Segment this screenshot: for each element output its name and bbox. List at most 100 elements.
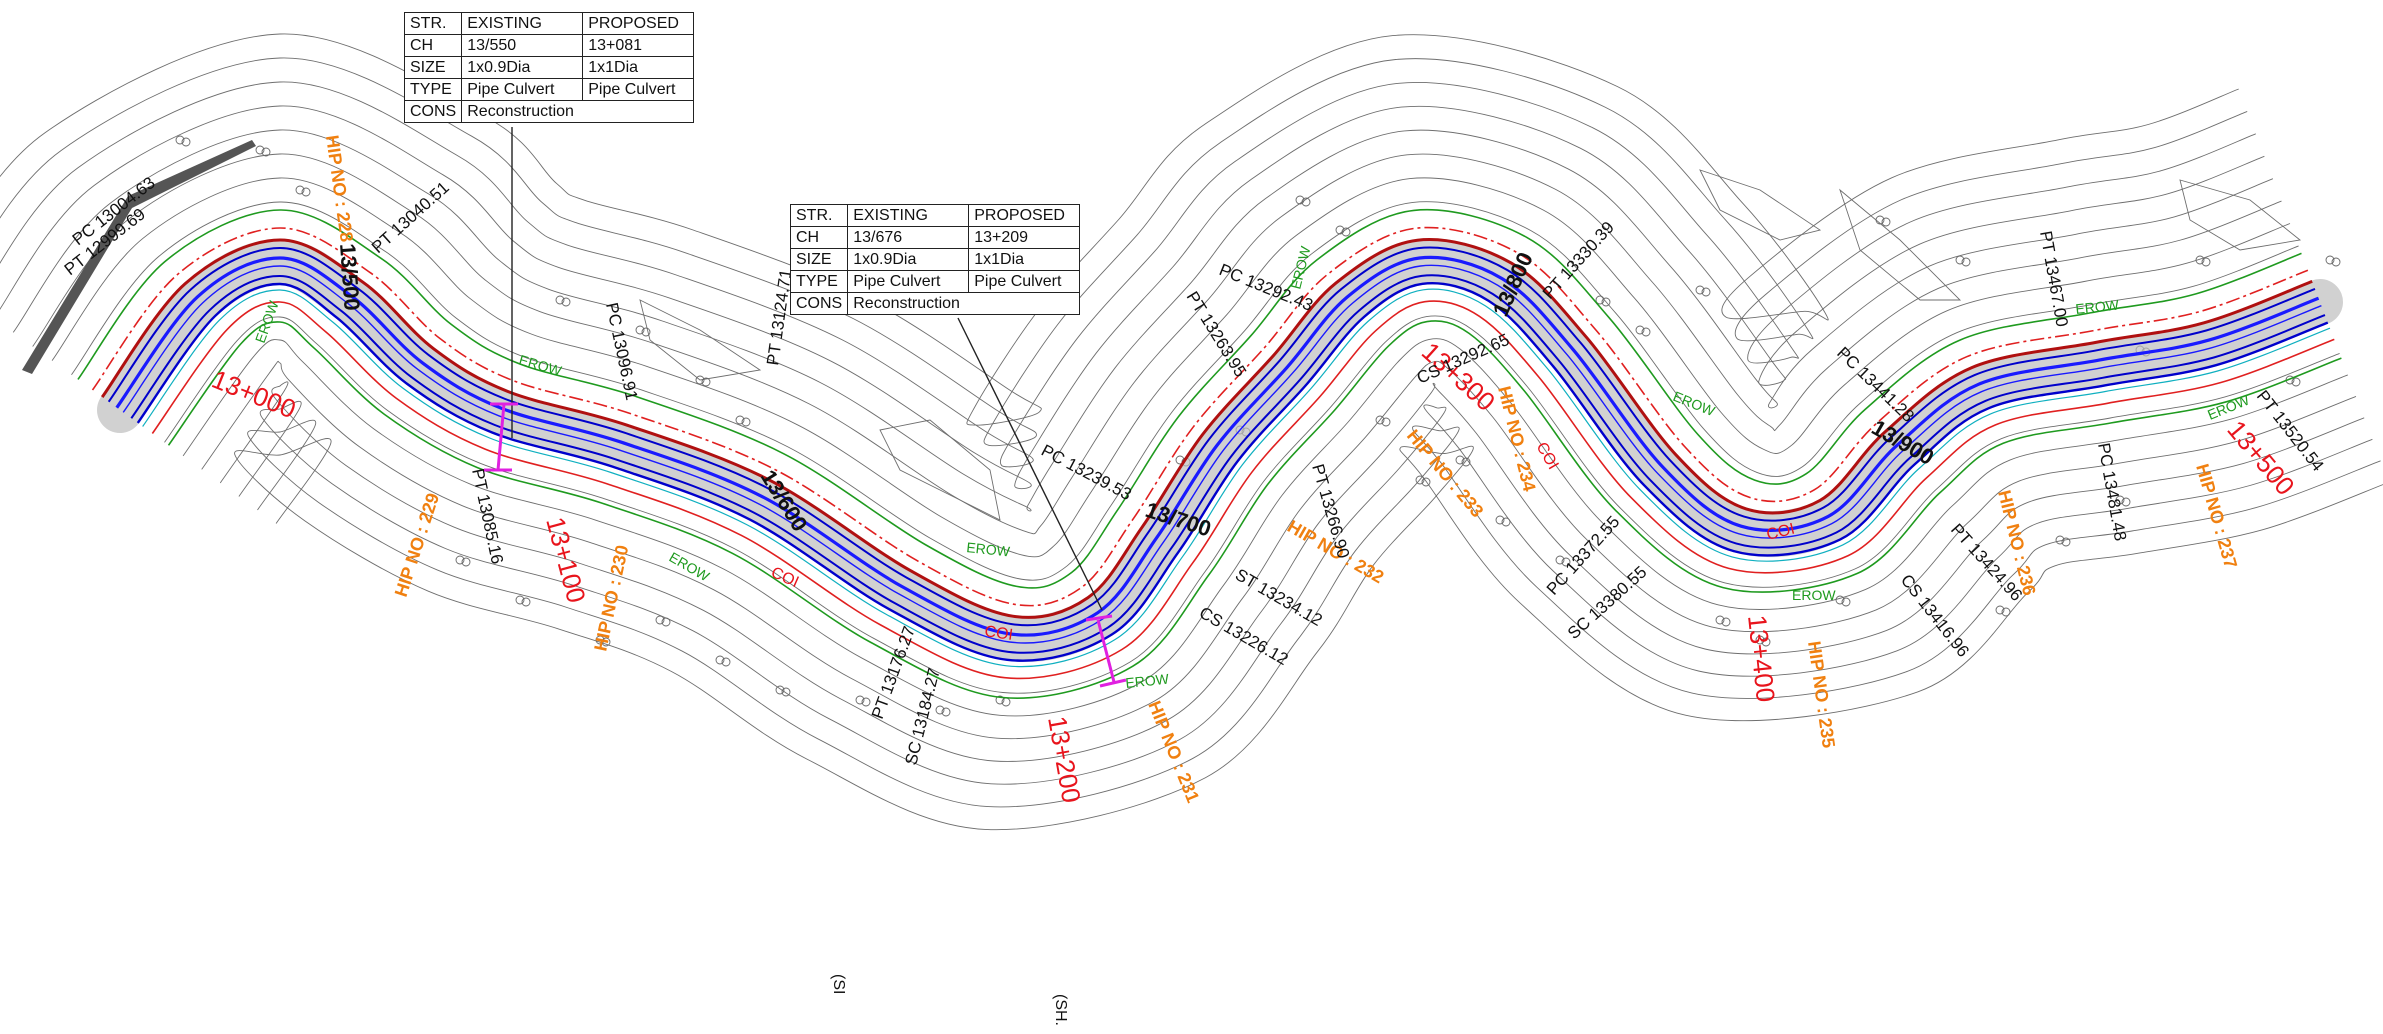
curve-label: CS 13226.12 [1196, 603, 1291, 669]
erow-line [167, 320, 2342, 699]
row-line [91, 226, 2309, 607]
tree-symbol [1595, 295, 1605, 305]
tree-symbol [2195, 255, 2205, 265]
row-key: STR. [789, 204, 849, 227]
contour-line [219, 381, 2365, 762]
tree-symbol [2001, 607, 2011, 617]
erow-line [77, 208, 2302, 589]
annotations: 13+000 13+100 13+200 13+300 13+400 13+50… [22, 127, 2328, 1026]
tree-symbol [1955, 255, 1965, 265]
contour-line [1699, 169, 1822, 241]
tree-symbol [775, 685, 785, 695]
existing-road-edge [100, 238, 2313, 619]
tree-symbol [721, 657, 731, 667]
curve-label: PC 13441.28 [1833, 343, 1918, 426]
tree-symbol [1875, 215, 1885, 225]
tree-symbol [461, 557, 471, 567]
tree-symbol [2121, 497, 2131, 507]
existing-cell: 13/550 [461, 34, 584, 57]
tree-symbol [701, 377, 711, 387]
curve-label: PC 13239.53 [1038, 441, 1135, 504]
curve-label: ST 13234.12 [1232, 565, 1326, 630]
tree-symbol [715, 655, 725, 665]
tree-symbol [301, 187, 311, 197]
tree-symbol [635, 325, 645, 335]
tree-symbol [1495, 515, 1505, 525]
tree-symbol [1601, 297, 1611, 307]
contour-line [0, 81, 2256, 468]
tree-symbol [1715, 615, 1725, 625]
tree-symbol [935, 705, 945, 715]
chainage-label: 13+200 [1042, 714, 1087, 805]
tree-symbol [1461, 457, 1471, 467]
proposed-cell: 1x1Dia [968, 248, 1081, 271]
coi-label: COI [983, 623, 1014, 644]
row-key: SIZE [403, 56, 463, 79]
existing-cell: 13/676 [847, 226, 970, 249]
curve-label: PT 13467.00 [2036, 229, 2072, 328]
tree-symbol [661, 617, 671, 627]
centerline [122, 264, 2322, 644]
curve-label: PT 13085.16 [468, 467, 507, 566]
row-key: CONS [789, 292, 849, 315]
tree-symbol [941, 707, 951, 717]
contour-line [0, 33, 2239, 426]
road-corridor-shade [97, 238, 2343, 662]
tree-symbol [1455, 455, 1465, 465]
tree-symbol [1381, 417, 1391, 427]
existing-km-label: 13/500 [335, 243, 365, 312]
curve-label: PT 13330.39 [1539, 218, 1618, 303]
tree-symbol [1295, 195, 1305, 205]
proposed-cell [582, 100, 695, 123]
tree-symbol [1835, 595, 1845, 605]
contour-line [234, 438, 2383, 831]
existing-cell: Pipe Culvert [461, 78, 584, 101]
curve-label: PT 13040.51 [368, 178, 453, 257]
tree-symbol [1335, 225, 1345, 235]
tree-symbol [995, 695, 1005, 705]
centerline [115, 255, 2320, 637]
erow-label: EROW [667, 549, 713, 585]
existing-cell: EXISTING [847, 204, 970, 227]
road-edge [107, 246, 2316, 627]
tree-symbol [295, 185, 305, 195]
existing-cell: Reconstruction [461, 100, 583, 123]
row-line [151, 300, 2335, 680]
erow-label: EROW [1287, 244, 1313, 291]
curve-label: PC 13096.91 [602, 301, 641, 402]
proposed-cell: 13+209 [968, 226, 1081, 249]
erow-label: EROW [1792, 587, 1836, 603]
proposed-cell: Pipe Culvert [968, 270, 1081, 293]
tree-symbol [641, 327, 651, 337]
existing-cell: EXISTING [461, 12, 584, 35]
existing-cell: Reconstruction [847, 292, 969, 315]
existing-cell: Pipe Culvert [847, 270, 970, 293]
erow-label: EROW [2075, 296, 2121, 317]
row-key: SIZE [789, 248, 849, 271]
chainage-label: 13+000 [208, 364, 300, 425]
coi-label: COI [768, 564, 801, 591]
hip-label: HIP NO : 231 [1144, 698, 1203, 805]
erow-label: EROW [517, 352, 564, 380]
contour-line [51, 177, 2291, 558]
tree-symbol [2201, 257, 2211, 267]
tree-symbol [561, 297, 571, 307]
road-edge [136, 282, 2329, 662]
chainage-label: 13+100 [540, 514, 592, 606]
proposed-cell: Pipe Culvert [582, 78, 695, 101]
tree-symbol [781, 687, 791, 697]
tree-symbol [1301, 197, 1311, 207]
tree-symbol [1561, 557, 1571, 567]
table-2-leader [957, 317, 1103, 611]
hatched-slope [22, 140, 256, 374]
tree-symbol [1415, 475, 1425, 485]
hip-label: HIP NO : 230 [590, 543, 632, 653]
tree-symbol [2291, 377, 2301, 387]
sheet-ref-label: (SI [830, 974, 847, 994]
